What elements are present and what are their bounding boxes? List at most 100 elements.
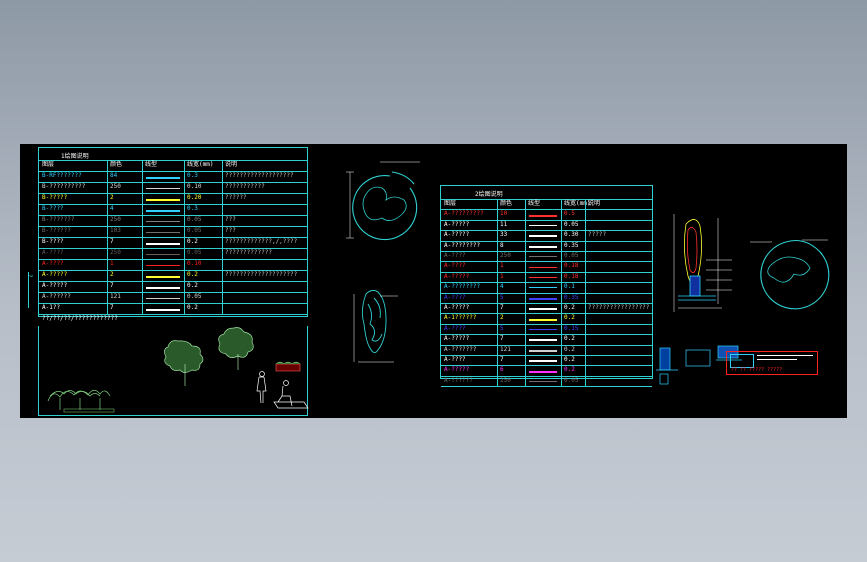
linetype-swatch	[146, 253, 180, 255]
color-index-cell: 5	[500, 293, 504, 301]
layer-name-cell: A-???????	[444, 345, 477, 353]
table-header-cell: 线宽(mm)	[187, 161, 214, 168]
table-row-divider	[441, 375, 652, 377]
footing-detail-small	[656, 345, 742, 385]
layer-name-cell: A-?????????	[444, 210, 484, 218]
color-index-cell: 11	[500, 220, 508, 228]
table-row-divider	[39, 226, 307, 227]
table-header-cell: 颜色	[500, 200, 513, 207]
person-sitting-icon	[273, 380, 309, 409]
layer-name-cell: A-??????	[444, 376, 473, 384]
note-cell: ???	[225, 227, 236, 234]
table-row-divider	[39, 193, 307, 194]
linetype-swatch	[529, 349, 557, 352]
color-index-cell: 1	[110, 260, 114, 267]
detail-note-label: ?? ?? ????? ?????	[731, 367, 783, 373]
line-width-cell: 0.18	[564, 272, 579, 280]
linetype-swatch	[529, 214, 557, 217]
line-width-cell: 0.1	[564, 283, 575, 291]
table-title-divider	[441, 199, 652, 200]
layer-name-cell: A-1??????	[444, 314, 477, 322]
layer-name-cell: B-RF???????	[42, 172, 82, 179]
color-index-cell: 7	[500, 356, 504, 363]
layer-name-cell: A-????????	[444, 283, 481, 291]
line-width-cell: 0.05	[564, 252, 579, 259]
table-row-divider	[441, 334, 652, 336]
layer-name-cell: A-?????	[444, 304, 470, 311]
line-width-cell: 0.2	[187, 282, 198, 289]
table-title-divider	[39, 160, 307, 161]
line-width-cell: 0.35	[564, 293, 579, 301]
linetype-swatch	[529, 235, 557, 238]
linetype-swatch	[146, 275, 180, 278]
landscape-illustration-panel	[38, 326, 308, 416]
table-row-divider	[441, 271, 652, 273]
layer-name-cell: B-???????	[42, 216, 75, 223]
layer-name-cell: A-?????	[444, 366, 470, 374]
table-row-divider	[39, 182, 307, 183]
table-row-divider	[39, 292, 307, 293]
line-width-cell: 0.3	[187, 172, 198, 179]
linetype-swatch	[146, 264, 180, 266]
circle-plan-view-right	[750, 239, 830, 310]
table-row-divider	[441, 230, 652, 232]
line-width-cell: 0.2	[564, 345, 575, 353]
layer-name-cell: B-?????	[42, 194, 68, 201]
color-index-cell: 8	[500, 241, 504, 249]
table-row-divider	[441, 251, 652, 252]
line-width-cell: 0.2	[564, 314, 575, 322]
linetype-swatch	[146, 308, 180, 311]
layer-name-cell: A-????	[444, 252, 466, 259]
table-row-divider	[441, 355, 652, 356]
line-width-cell: 0.3	[187, 205, 198, 212]
layer-name-cell: B-????	[42, 205, 64, 212]
table-row-divider	[39, 303, 307, 304]
table-header-cell: 说明	[588, 200, 601, 207]
table-row-divider	[441, 282, 652, 284]
table-header-cell: 说明	[225, 161, 238, 168]
note-cell: ???	[225, 216, 236, 223]
linetype-swatch	[529, 329, 557, 330]
table-row-divider	[39, 237, 307, 238]
table-header-divider	[441, 209, 652, 211]
color-index-cell: 2	[500, 314, 504, 322]
layer-name-cell: A-?????	[444, 220, 470, 228]
line-width-cell: 0.5	[564, 210, 575, 218]
line-width-cell: 0.15	[564, 324, 579, 332]
color-index-cell: 7	[110, 282, 114, 289]
note-cell: ????????????????????	[225, 271, 298, 278]
linetype-swatch	[529, 256, 557, 258]
linetype-swatch	[529, 297, 557, 300]
tree-icon-2	[218, 327, 254, 370]
table-header-divider	[39, 171, 307, 172]
color-index-cell: 6	[500, 366, 504, 374]
left-side-marker-text: ?	[26, 274, 33, 278]
table-header-cell: 线型	[145, 161, 158, 168]
table-row-divider	[39, 248, 307, 249]
line-width-cell: 0.2	[187, 304, 198, 311]
table-footer-note: ??/??/??/????????????	[42, 315, 118, 322]
shrub-cluster-icon	[47, 389, 115, 413]
landscape-illustration	[47, 327, 309, 413]
color-index-cell: 10	[500, 210, 508, 218]
color-index-cell: 103	[110, 227, 121, 234]
layer-name-cell: B-??????	[42, 227, 71, 234]
linetype-swatch	[146, 231, 180, 233]
table-row-divider	[441, 344, 652, 346]
linetype-swatch	[529, 266, 557, 268]
layer-name-cell: A-?????	[444, 272, 470, 280]
color-index-cell: 121	[500, 345, 511, 353]
linetype-swatch	[146, 209, 180, 212]
layer-name-cell: B-??????????	[42, 183, 86, 190]
line-width-cell: 0.05	[564, 220, 579, 228]
table-row-divider	[39, 204, 307, 205]
linetype-swatch	[529, 225, 557, 226]
left-side-marker: ?	[26, 272, 35, 308]
line-width-cell: 0.2	[564, 335, 575, 343]
linetype-swatch	[529, 360, 557, 363]
color-index-cell: 7	[500, 304, 504, 311]
table-title: 1绘图说明	[61, 153, 89, 160]
color-index-cell: 7	[500, 335, 504, 343]
color-index-cell: 7	[110, 304, 114, 311]
